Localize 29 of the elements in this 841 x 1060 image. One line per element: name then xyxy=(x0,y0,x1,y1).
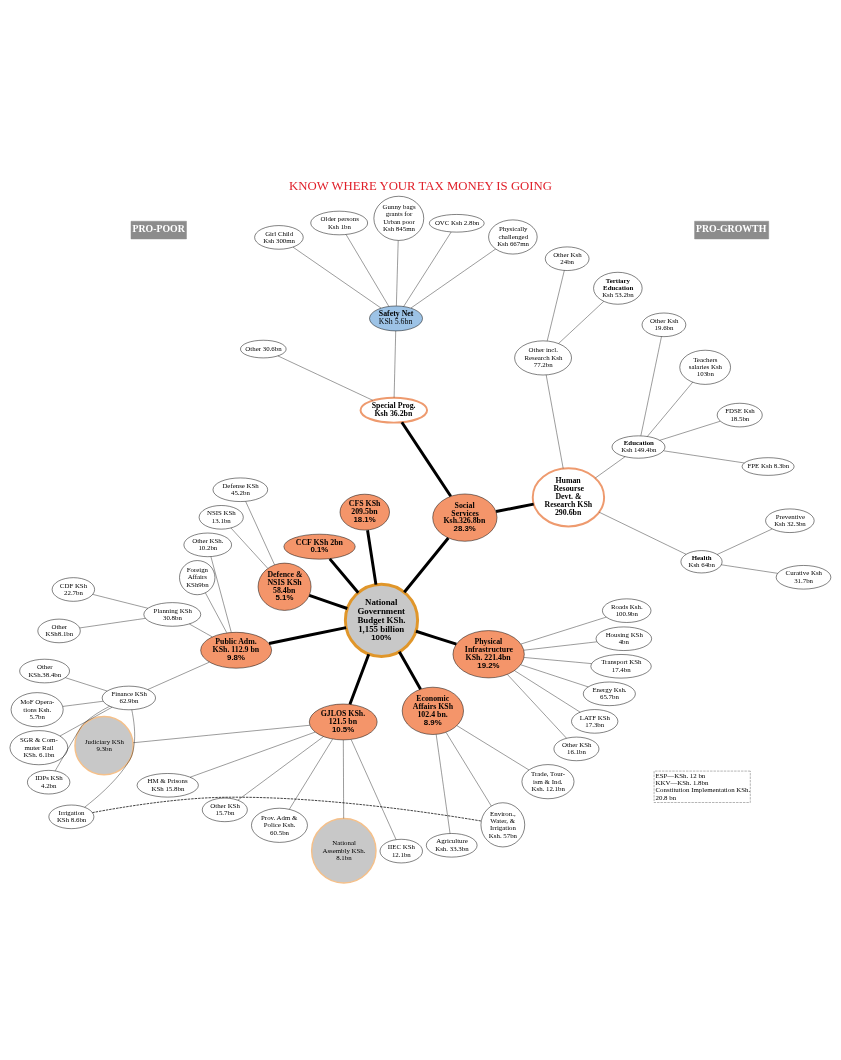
node-ellipse: Public Adm. KSh. 112.9 bn 9.8% xyxy=(200,631,272,668)
connector xyxy=(366,529,378,585)
connector xyxy=(415,629,457,645)
connector xyxy=(55,705,110,771)
connector xyxy=(400,420,452,497)
node-ellipse: Social Services Ksh.326.8bn 28.3% xyxy=(432,493,498,541)
label: PRO-POOR xyxy=(132,222,185,234)
node-ellipse: Special Prog. Ksh 36.2bn xyxy=(359,396,429,424)
node-ellipse: Physical Infrastructure KSh. 221.4bn 19.2% xyxy=(452,629,525,678)
connector xyxy=(403,536,450,593)
label: PRO-GROWTH xyxy=(696,222,767,234)
node-circle: National Government Budget KSh. 1,155 billion 100% xyxy=(343,582,420,658)
connector xyxy=(343,739,344,819)
connector xyxy=(328,557,360,594)
connector xyxy=(436,733,451,834)
connector xyxy=(495,502,534,513)
node-ellipse: CFS KSh 209.5bn 18.1% xyxy=(339,493,390,530)
connector xyxy=(398,650,422,690)
node-ellipse: CCF KSh 2bn 0.1% xyxy=(283,533,356,559)
node-ellipse: Economic Affairs KSh 102.4 bn. 8.9% xyxy=(401,686,464,735)
node-ellipse: Safety Net KSh 5.6bn xyxy=(369,305,423,331)
connector xyxy=(351,738,397,840)
connector xyxy=(348,653,371,705)
node-ellipse: Defence & NSIS KSh 58.4bn 5.1% xyxy=(257,562,312,611)
node-ellipse: Human Resourse Devt. & Research KSh 290.6bn xyxy=(531,466,606,527)
connector xyxy=(268,625,347,645)
diagram-title: KNOW WHERE YOUR TAX MONEY IS GOING xyxy=(289,178,552,193)
node-ellipse: GJLOS KSh. 121.5 bn 10.5% xyxy=(309,703,378,740)
connector xyxy=(308,593,348,610)
